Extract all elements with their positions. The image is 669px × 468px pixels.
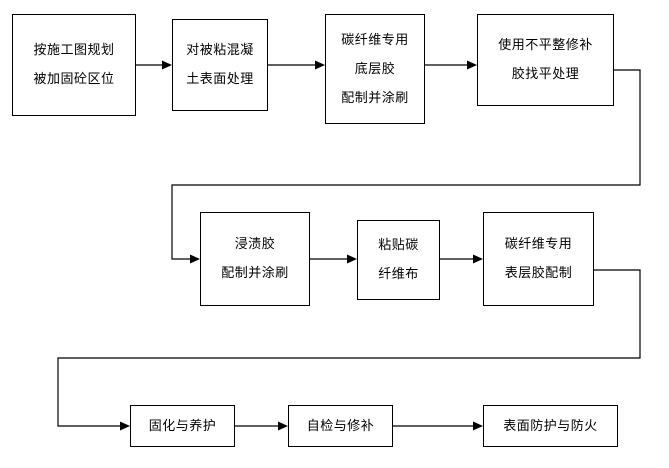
edge-n8-n9 xyxy=(235,421,288,431)
flow-node-leveling-repair: 使用不平整修补 胶找平处理 xyxy=(477,14,614,106)
flow-node-line: 碳纤维专用 xyxy=(341,32,409,48)
flow-node-line: 表面防护与防火 xyxy=(503,418,598,434)
flow-node-line: 按施工图规划 xyxy=(33,43,115,58)
flow-node-line: 固化与养护 xyxy=(148,418,217,434)
edge-n5-n6 xyxy=(310,254,357,264)
flow-node-surface-protection: 表面防护与防火 xyxy=(483,405,618,447)
flow-node-line: 配制并涂刷 xyxy=(221,266,289,281)
flow-node-plan-area: 按施工图规划 被加固砼区位 xyxy=(12,14,136,116)
flow-node-primer-mix: 碳纤维专用 底层胶 配制并涂刷 xyxy=(325,14,425,124)
edge-n6-n7 xyxy=(440,254,483,264)
flow-node-bond-carbon-fiber: 粘贴碳 纤维布 xyxy=(357,220,440,300)
flow-node-line: 胶找平处理 xyxy=(511,67,580,82)
flow-node-line: 底层胶 xyxy=(354,61,396,77)
flow-node-line: 自检与修补 xyxy=(306,418,375,434)
flow-node-surface-treatment: 对被粘混凝 土表面处理 xyxy=(172,19,268,111)
flow-node-line: 土表面处理 xyxy=(186,72,254,87)
edge-n9-n10 xyxy=(393,421,483,431)
flow-node-topcoat-mix: 碳纤维专用 表层胶配制 xyxy=(483,212,594,306)
flow-node-line: 表层胶配制 xyxy=(504,266,573,281)
flow-node-self-inspection: 自检与修补 xyxy=(288,405,393,447)
edge-n3-n4 xyxy=(425,60,477,70)
edge-n7-n8 xyxy=(57,269,641,431)
flow-node-line: 粘贴碳 xyxy=(378,238,419,253)
flow-node-curing: 固化与养护 xyxy=(130,405,235,447)
flow-node-line: 浸渍胶 xyxy=(234,237,276,252)
flow-node-line: 对被粘混凝 xyxy=(186,43,254,58)
flow-node-impregnation-adhesive: 浸渍胶 配制并涂刷 xyxy=(200,212,310,306)
edge-n1-n2 xyxy=(136,60,172,70)
flow-node-line: 纤维布 xyxy=(378,267,419,282)
flow-node-line: 碳纤维专用 xyxy=(504,237,573,252)
flow-node-line: 被加固砼区位 xyxy=(33,72,115,87)
edge-n2-n3 xyxy=(268,60,325,70)
flow-node-line: 配制并涂刷 xyxy=(341,90,409,106)
flow-node-line: 使用不平整修补 xyxy=(498,38,593,53)
edge-n4-n5 xyxy=(171,69,641,264)
